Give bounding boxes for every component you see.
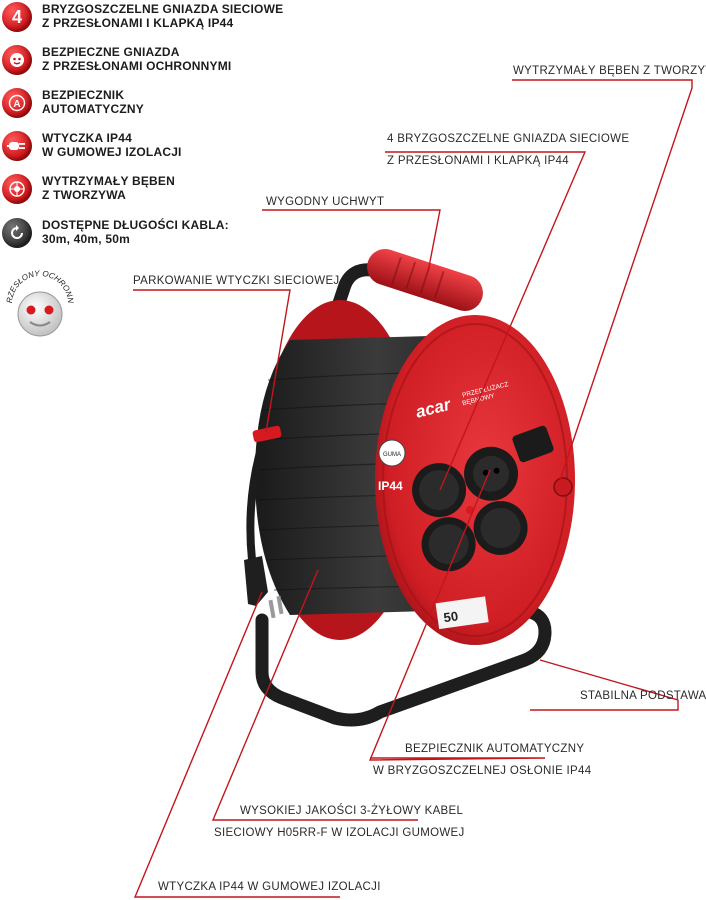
shutter-socket-icon <box>2 45 32 75</box>
fuse-icon: A <box>2 88 32 118</box>
shutter-badge-icon: PRZESŁONY OCHRONNE <box>2 262 75 337</box>
callout-parking: PARKOWANIE WTYCZKI SIECIOWEJ <box>133 275 340 287</box>
feature-cable-length: DOSTĘPNE DŁUGOŚCI KABLA:30m, 40m, 50m <box>2 218 229 248</box>
feature-line: AUTOMATYCZNY <box>42 102 144 116</box>
callout-cable-line2: SIECIOWY H05RR-F W IZOLACJI GUMOWEJ <box>214 827 465 839</box>
cable-length-icon <box>2 218 32 248</box>
callout-drum: WYTRZYMAŁY BĘBEN Z TWORZYWA <box>513 65 706 77</box>
callout-plug: WTYCZKA IP44 W GUMOWEJ IZOLACJI <box>158 881 381 893</box>
guma-text: GUMA <box>383 452 401 458</box>
plug-icon <box>2 131 32 161</box>
plug-parking-clip <box>252 425 282 443</box>
callout-fuse-line1: BEZPIECZNIK AUTOMATYCZNY <box>405 743 585 755</box>
four-sockets-icon: 4 <box>2 2 32 32</box>
guma-badge-icon <box>378 439 406 467</box>
feature-line: BRYZGOSZCZELNE GNIAZDA SIECIOWE <box>42 2 284 16</box>
carry-handle <box>367 249 483 311</box>
callout-fuse-line2: W BRYZGOSZCZELNEJ OSŁONIE IP44 <box>373 765 592 777</box>
drum-icon <box>2 174 32 204</box>
feature-line: Z TWORZYWA <box>42 188 126 202</box>
feature-line: Z PRZESŁONAMI I KLAPKĄ IP44 <box>42 16 234 30</box>
callout-handle: WYGODNY UCHWYT <box>266 196 385 208</box>
reset-button <box>553 477 573 497</box>
socket-cluster <box>412 425 573 572</box>
svg-text:A: A <box>13 99 20 110</box>
feature-line: WTYCZKA IP44 <box>42 131 132 145</box>
ip44-label: IP44 <box>378 479 403 493</box>
dangling-cable <box>246 443 266 561</box>
length-value: 50 <box>443 608 459 625</box>
feature-line: WYTRZYMAŁY BĘBEN <box>42 174 175 188</box>
feature-line: W GUMOWEJ IZOLACJI <box>42 145 182 159</box>
feature-line: BEZPIECZNIK <box>42 88 125 102</box>
feature-line: 30m, 40m, 50m <box>42 232 130 246</box>
length-plate <box>435 596 489 630</box>
fuse-cover <box>512 425 554 463</box>
feature-line: DOSTĘPNE DŁUGOŚCI KABLA: <box>42 218 229 232</box>
callout-cable-line1: WYSOKIEJ JAKOŚCI 3-ŻYŁOWY KABEL <box>240 805 464 817</box>
feature-line: BEZPIECZNE GNIAZDA <box>42 45 180 59</box>
callout-sockets-line2: Z PRZESŁONAMI I KLAPKĄ IP44 <box>387 155 569 167</box>
callout-base: STABILNA PODSTAWA <box>580 690 706 702</box>
callout-sockets-line1: 4 BRYZGOSZCZELNE GNIAZDA SIECIOWE <box>387 133 630 145</box>
callout-lines <box>133 79 693 898</box>
feature-line: Z PRZESŁONAMI OCHRONNYMI <box>42 59 232 73</box>
